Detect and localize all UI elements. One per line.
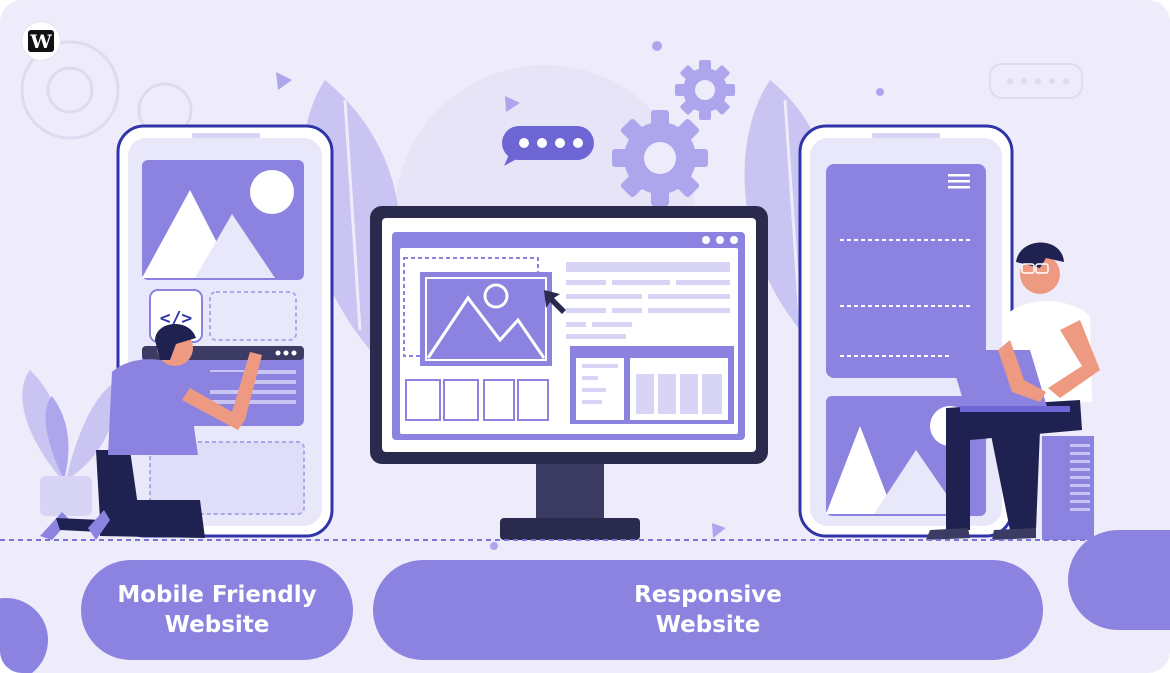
side-panel — [1042, 436, 1094, 540]
mobile-label-line2: Website — [164, 612, 270, 638]
mobile-friendly-website-label: Mobile Friendly Website — [81, 560, 353, 660]
responsive-label-line2: Website — [655, 612, 761, 638]
responsive-label-line1: Responsive — [634, 582, 782, 608]
sitting-man — [926, 242, 1100, 540]
chat-bubble-icon — [502, 126, 594, 166]
left-phone: </> — [116, 124, 334, 538]
plant-icon — [22, 370, 119, 516]
gear-icon — [612, 60, 735, 206]
mountain-image-icon — [142, 160, 304, 280]
w-logo-icon[interactable]: W — [22, 22, 60, 60]
right-phone — [798, 124, 1014, 538]
kneeling-man — [40, 323, 262, 540]
w-letter-mark: W — [28, 30, 54, 52]
monitor — [370, 206, 768, 540]
corner-blob-left — [0, 598, 48, 673]
code-icon: </> — [160, 308, 193, 329]
faint-gear-icon — [20, 40, 193, 140]
mobile-label-line1: Mobile Friendly — [117, 582, 317, 608]
mountain-image-icon — [420, 272, 552, 366]
hamburger-menu-icon — [948, 174, 970, 189]
cursor-arrow-icon — [544, 290, 566, 314]
responsive-website-label: Responsive Website — [373, 560, 1043, 660]
logo-letter: W — [29, 31, 52, 52]
corner-blob-right — [1068, 530, 1170, 630]
